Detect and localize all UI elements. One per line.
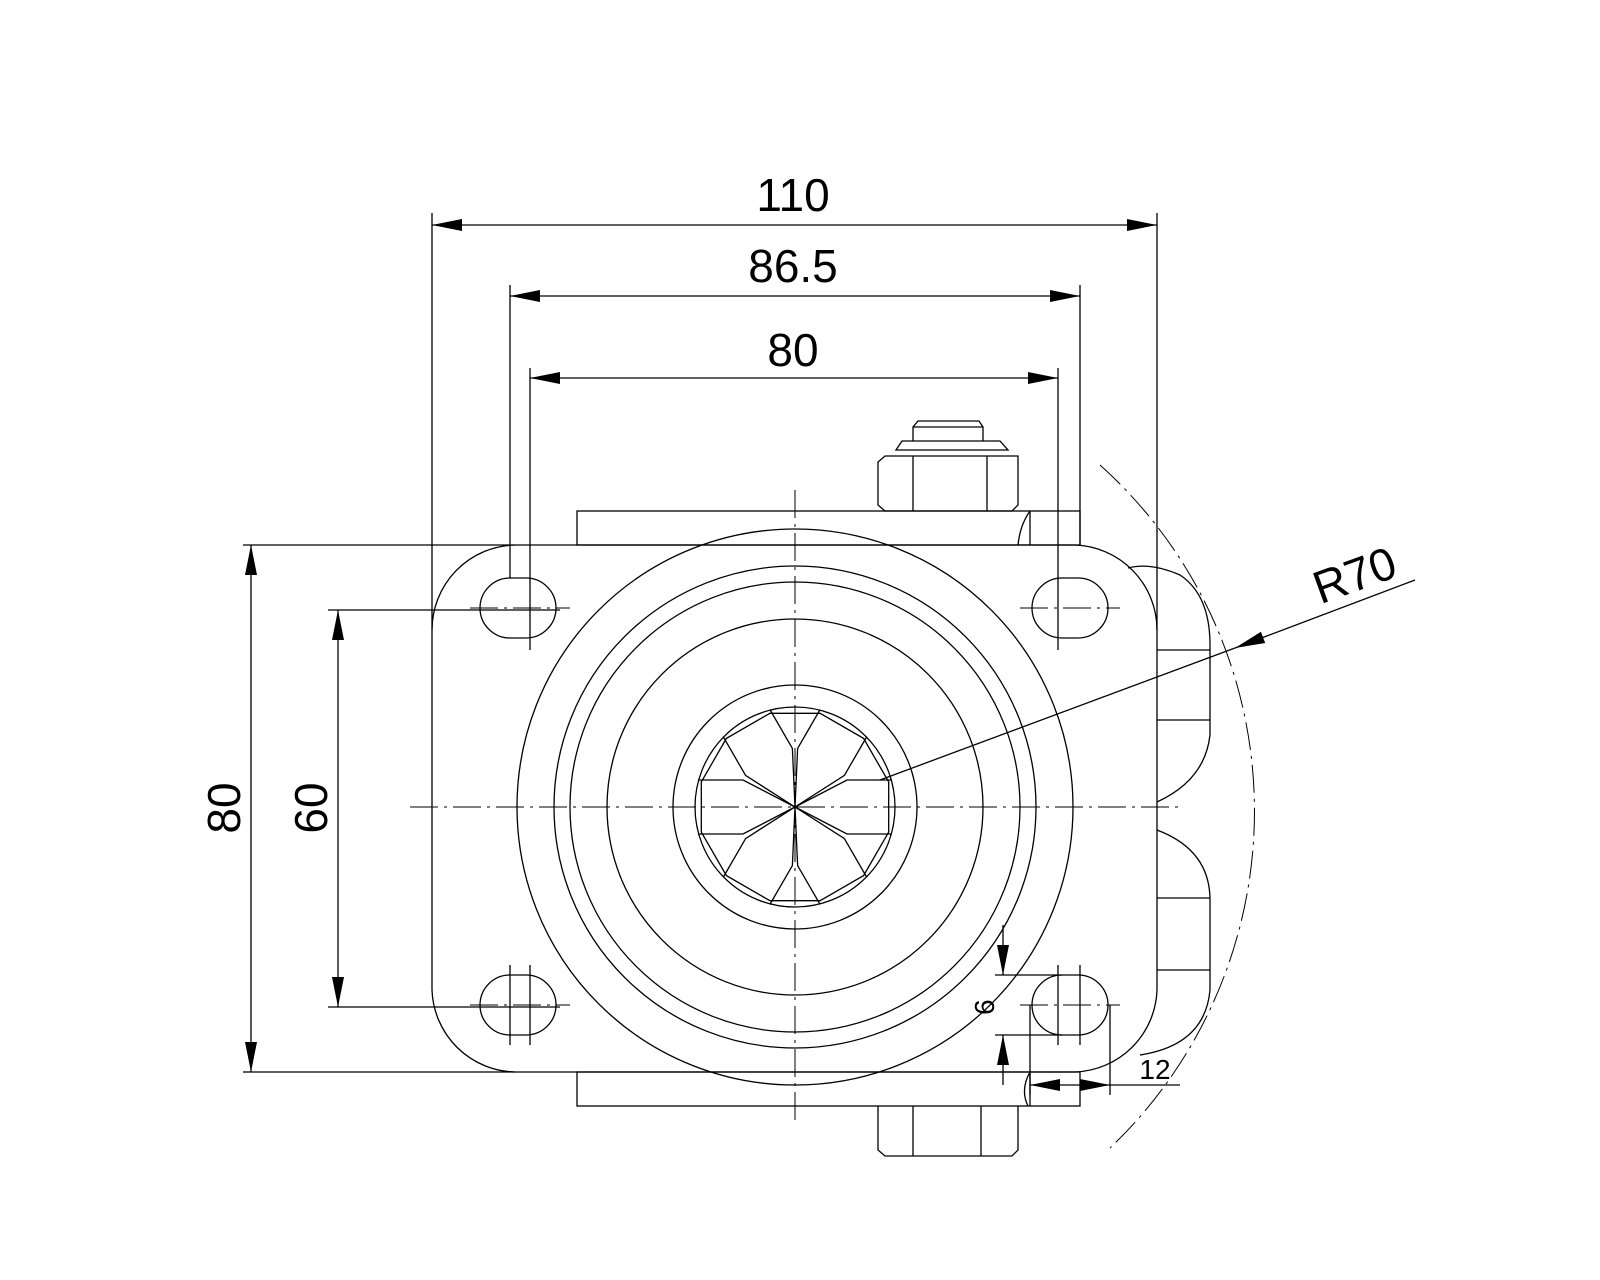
spline-tooth — [794, 806, 868, 905]
bottom-nut — [877, 1106, 1019, 1157]
dim-label-9: 9 — [969, 999, 1000, 1015]
top-nut — [877, 420, 1019, 512]
spline-tooth — [698, 779, 796, 835]
dimension-r70: R70 — [879, 536, 1416, 781]
dimension-110: 110 — [431, 169, 1158, 630]
spline-tooth — [794, 779, 892, 835]
dimension-80-horizontal: 80 — [529, 324, 1059, 650]
dimension-86-5: 86.5 — [509, 240, 1081, 578]
dim-label-110: 110 — [756, 169, 829, 221]
spline-tooth — [794, 709, 868, 808]
centerlines — [410, 464, 1255, 1149]
side-ports — [1127, 565, 1211, 1056]
spline-outline — [700, 712, 890, 902]
dimension-9: 9 — [969, 925, 1062, 1085]
dim-label-80-h: 80 — [767, 324, 818, 376]
spline-tooth — [722, 806, 796, 905]
spline-shaft — [698, 709, 892, 905]
mounting-slots — [470, 577, 1120, 1045]
dimension-12: 12 — [1029, 1005, 1180, 1095]
dim-label-r70: R70 — [1306, 536, 1403, 614]
dim-label-80-v: 80 — [198, 782, 250, 833]
dimension-80-vertical: 80 — [198, 544, 515, 1073]
dim-label-12: 12 — [1139, 1054, 1170, 1085]
dimension-60: 60 — [285, 609, 560, 1008]
dim-label-86-5: 86.5 — [748, 240, 838, 292]
spline-tooth — [722, 709, 796, 808]
dim-label-60: 60 — [285, 782, 337, 833]
